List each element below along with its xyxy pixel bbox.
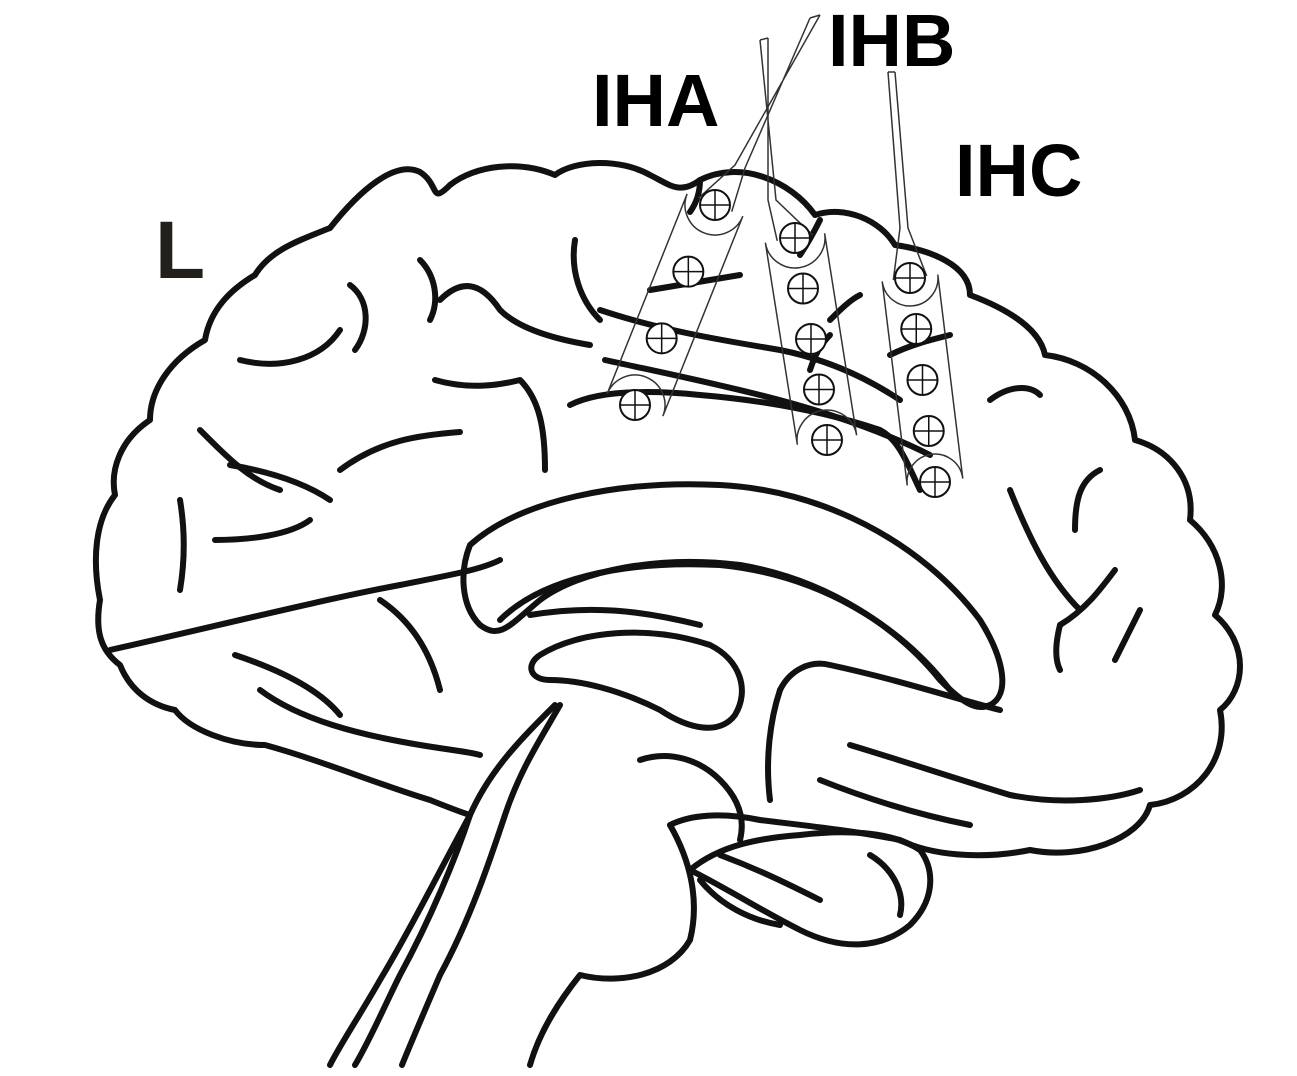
hypothalamus bbox=[765, 687, 783, 803]
sulcus-1 bbox=[237, 327, 343, 367]
electrode-contact-cross-ihb bbox=[812, 425, 842, 455]
central-region-2 bbox=[437, 283, 593, 348]
sulcus-2 bbox=[347, 282, 369, 353]
temporal-sulcus bbox=[527, 606, 703, 628]
central-region-4 bbox=[602, 357, 933, 458]
electrode-strip-iha bbox=[606, 193, 744, 417]
electrode-contact-cross-ihb bbox=[788, 273, 818, 304]
sulcus-3 bbox=[417, 257, 439, 323]
sulcus-9 bbox=[232, 652, 343, 718]
brainstem-outline-right-inner bbox=[399, 702, 563, 1068]
parietal-sulcus-4 bbox=[1057, 567, 1118, 628]
sulcus-11 bbox=[337, 429, 463, 473]
electrode-lead-tip-iha bbox=[809, 14, 821, 19]
electrode-contact-cross-ihc bbox=[895, 263, 925, 293]
parietal-sulcus-2 bbox=[1072, 467, 1103, 533]
corpus-callosum-inner bbox=[497, 561, 953, 693]
paracentral-sulcus bbox=[687, 177, 703, 215]
lingual-sulcus bbox=[817, 777, 973, 828]
electrode-label-ihc: IHC bbox=[955, 129, 1083, 212]
electrode-lead-iha bbox=[697, 14, 821, 212]
electrode-contact-cross-iha bbox=[700, 190, 730, 220]
electrode-contact-cross-iha bbox=[646, 323, 677, 354]
sulcus-10 bbox=[257, 687, 483, 758]
central-region-1 bbox=[432, 377, 548, 473]
cerebellum-fold-3 bbox=[867, 852, 905, 918]
electrode-contact-cross-ihc bbox=[901, 314, 932, 344]
pons-curve bbox=[637, 753, 745, 843]
electrode-contact-cross-iha bbox=[673, 256, 704, 287]
electrode-lead-tip-ihb bbox=[759, 37, 769, 41]
electrode-contact-cross-ihb bbox=[804, 374, 834, 405]
electrode-group bbox=[606, 14, 964, 498]
calcarine-sulcus bbox=[847, 742, 1143, 804]
sulcus-8 bbox=[227, 462, 333, 503]
cerebellum-fold bbox=[717, 852, 823, 903]
occipital-sulcus-1 bbox=[1112, 607, 1143, 663]
sulcus-12 bbox=[377, 597, 443, 693]
electrode-strip-ihb bbox=[764, 233, 858, 445]
central-sulcus-bit-3 bbox=[827, 292, 863, 323]
cerebellum-fold-2 bbox=[697, 877, 783, 928]
thalamus bbox=[528, 629, 745, 731]
electrode-contact-cross-ihb bbox=[780, 223, 810, 253]
electrode-label-ihb: IHB bbox=[828, 0, 956, 82]
parietal-sulcus-1 bbox=[987, 385, 1043, 403]
hemisphere-label: L bbox=[155, 205, 206, 296]
central-region-3 bbox=[597, 307, 903, 403]
sulcus-5 bbox=[197, 427, 283, 493]
cortex-outline-front bbox=[92, 225, 473, 818]
electrode-contact-cross-iha bbox=[620, 390, 650, 420]
electrode-strip-ihc bbox=[881, 274, 964, 486]
electrode-label-iha: IHA bbox=[592, 59, 720, 142]
electrode-lead-ihc bbox=[887, 71, 928, 281]
electrode-contact-cross-ihc bbox=[913, 416, 944, 446]
sulcus-4 bbox=[570, 237, 603, 323]
electrode-contact-cross-ihc bbox=[920, 467, 950, 497]
sulcus-6 bbox=[212, 517, 313, 543]
cortex-outline bbox=[327, 160, 1243, 859]
fornix bbox=[777, 660, 1003, 713]
parieto-occipital-sulcus bbox=[1053, 622, 1063, 673]
electrode-contact-cross-ihc bbox=[907, 365, 938, 395]
brain-outline bbox=[92, 160, 1243, 1068]
electrode-contact-cross-ihb bbox=[796, 324, 826, 354]
parietal-sulcus-3 bbox=[1007, 487, 1083, 613]
brainstem-outline-left-inner bbox=[352, 702, 558, 1068]
electrode-lead-ihb bbox=[759, 38, 814, 241]
corpus-callosum bbox=[460, 481, 1006, 710]
cerebellum-outline bbox=[687, 829, 934, 948]
brainstem-outline-left bbox=[327, 812, 473, 1068]
sulcus-7 bbox=[177, 497, 187, 593]
cingulate-sulcus bbox=[107, 557, 503, 653]
brainstem-outline-right bbox=[527, 822, 697, 1068]
